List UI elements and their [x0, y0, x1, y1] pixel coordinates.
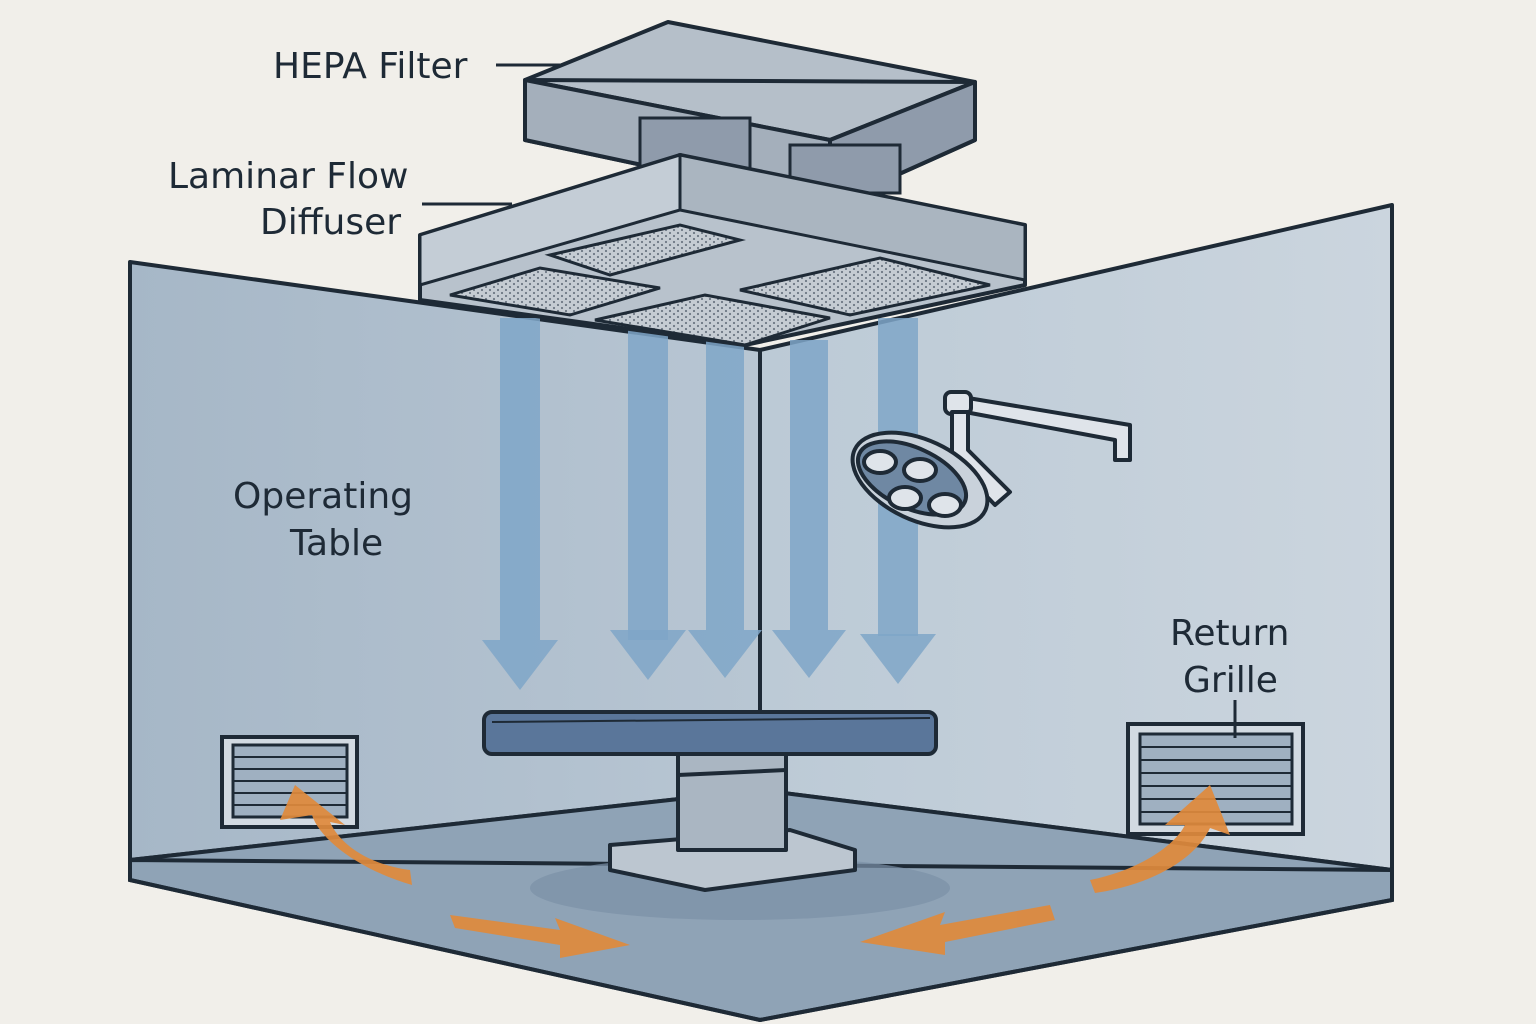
- leader-lines: [422, 63, 1237, 738]
- filter-panel: [594, 293, 831, 347]
- hepa-filter-label: HEPA Filter: [273, 46, 468, 87]
- operating-table: [482, 710, 938, 892]
- supply-airflow: [482, 318, 936, 690]
- table-base: [608, 828, 857, 892]
- table-column: [676, 750, 788, 852]
- floor-edge: [128, 857, 1394, 1023]
- diffuser-label-line1: Laminar Flow: [168, 156, 409, 197]
- supply-arrow: [482, 318, 558, 690]
- laminar-flow-diffuser: [418, 152, 1027, 347]
- supply-arrow: [610, 318, 686, 680]
- return-grille-left: [220, 735, 359, 829]
- filter-panel: [544, 223, 746, 277]
- return-arrow: [1090, 785, 1230, 893]
- grille-label-line2: Grille: [1183, 660, 1278, 701]
- return-arrow: [450, 915, 630, 958]
- surgical-light: [850, 390, 1132, 530]
- hepa-filter: [523, 20, 977, 207]
- supply-arrow: [688, 340, 762, 678]
- supply-arrow: [772, 340, 846, 678]
- table-label-line1: Operating: [233, 476, 413, 517]
- return-arrow: [860, 905, 1055, 955]
- diffuser-label-line2: Diffuser: [260, 202, 401, 243]
- filter-panel: [739, 256, 991, 317]
- return-airflow: [280, 785, 1230, 958]
- grille-label-line1: Return: [1170, 613, 1289, 654]
- return-arrow: [280, 785, 412, 885]
- filter-panel: [449, 266, 661, 317]
- table-label-line2: Table: [289, 523, 383, 564]
- table-top: [482, 710, 938, 756]
